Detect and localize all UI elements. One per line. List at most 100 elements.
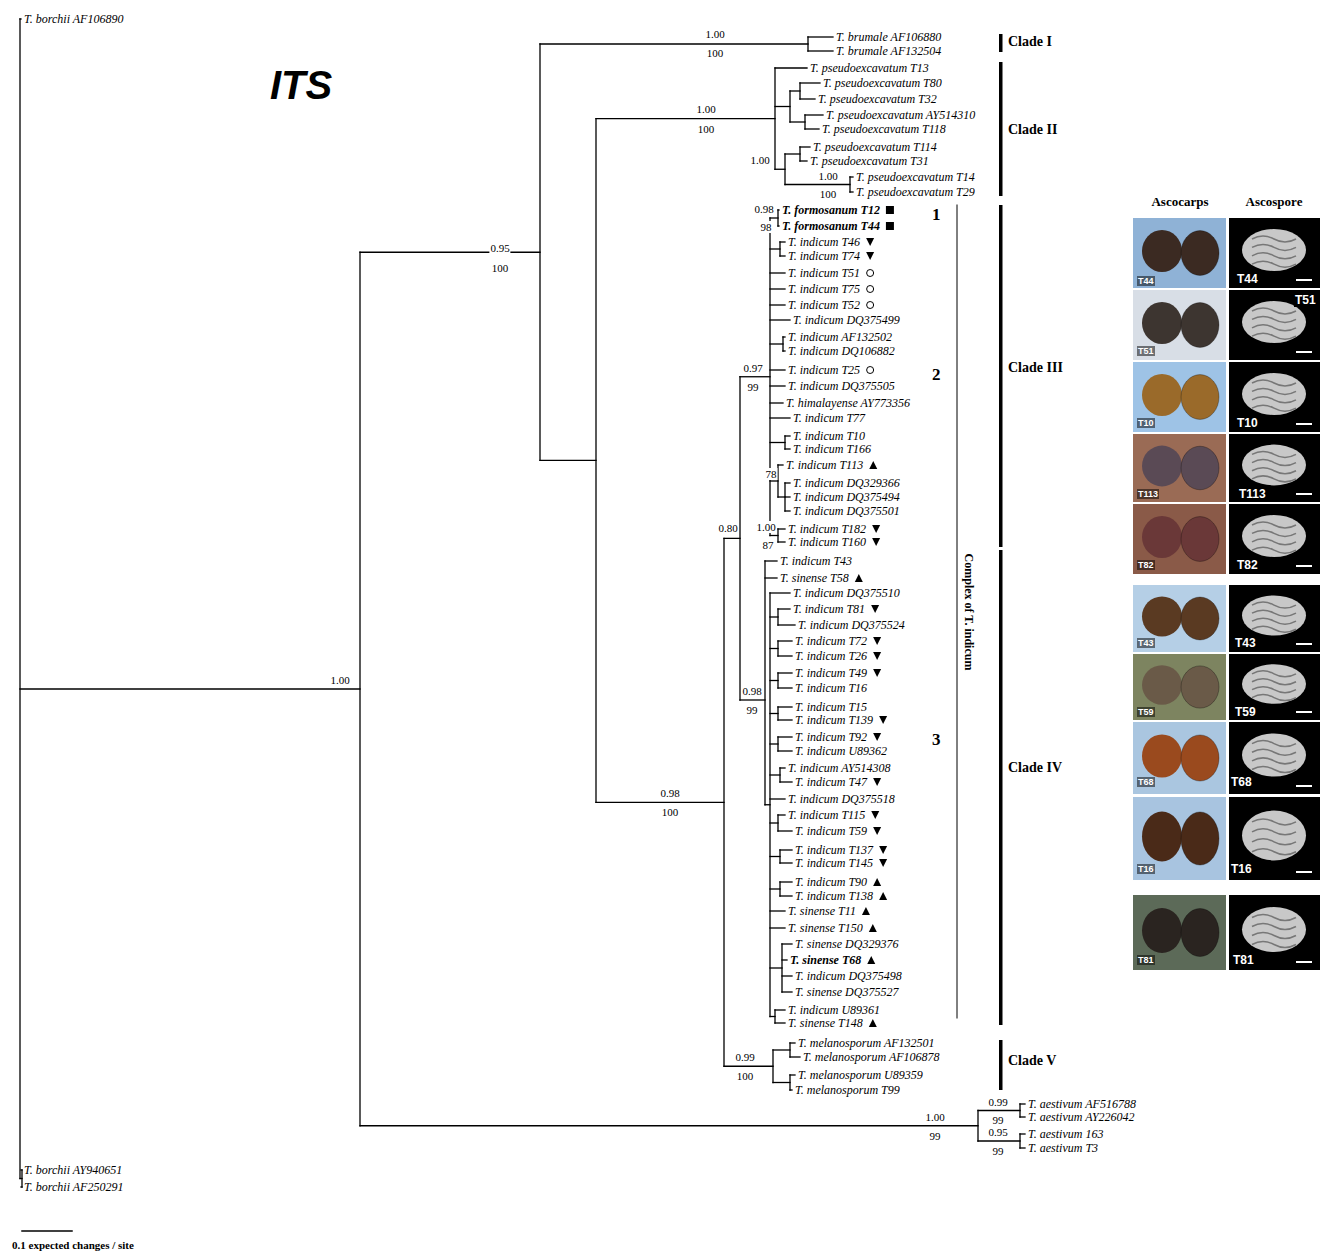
photo-label: T68 xyxy=(1137,777,1155,787)
photo-label: T43 xyxy=(1234,636,1257,650)
ascospore-photo xyxy=(1229,654,1320,720)
taxon-label: T. aestivum T3 xyxy=(1028,1141,1098,1156)
tree-branch xyxy=(805,114,823,115)
taxon-label: T. sinense T11 xyxy=(788,904,856,919)
taxon-label: T. brumale AF132504 xyxy=(836,44,941,59)
ascocarp xyxy=(1181,517,1219,562)
tree-branch xyxy=(799,83,800,99)
photo-scale-bar xyxy=(1296,565,1312,567)
clade-label: Clade II xyxy=(1008,122,1057,138)
taxon-label: T. melanosporum U89359 xyxy=(798,1068,923,1083)
ascocarp-photo xyxy=(1133,895,1226,970)
spore-ornament xyxy=(1252,522,1296,528)
ascocarp-photo xyxy=(1133,654,1226,720)
photo-label: T10 xyxy=(1236,416,1259,430)
tree-branch xyxy=(770,798,785,799)
taxon-label: T. himalayense AY773356 xyxy=(786,396,910,411)
taxon-label: T. indicum AY514308 xyxy=(788,761,891,776)
spore-ornament xyxy=(1252,308,1296,314)
taxon-label: T. indicum DQ375505 xyxy=(788,379,895,394)
tree-branch xyxy=(850,191,853,192)
tree-branch xyxy=(770,319,790,320)
taxon-label: T. pseudoexcavatum T80 xyxy=(823,76,942,91)
tree-branch xyxy=(770,535,778,536)
ascocarp xyxy=(1142,908,1182,953)
ascocarp xyxy=(1142,812,1182,862)
tree-branch xyxy=(775,1009,785,1010)
tree-branch xyxy=(772,1050,773,1083)
tree-branch xyxy=(785,496,790,497)
tree-branch xyxy=(784,154,785,185)
tree-branch xyxy=(773,1082,790,1083)
taxon-label: T. indicum T160 xyxy=(788,535,866,550)
tree-branch xyxy=(770,648,778,649)
tree-branch xyxy=(778,209,779,210)
taxon-label: T. pseudoexcavatum T29 xyxy=(856,185,975,200)
photo-label: T81 xyxy=(1137,955,1155,965)
gene-title: ITS xyxy=(270,63,332,108)
photo-label: T113 xyxy=(1137,489,1159,499)
sample-marker xyxy=(873,652,881,660)
scale-label: 0.1 expected changes / site xyxy=(12,1239,134,1251)
sample-marker xyxy=(855,574,863,582)
sample-marker xyxy=(866,252,874,260)
column-header: Ascocarps xyxy=(1151,194,1208,210)
photo-label: T82 xyxy=(1236,558,1259,572)
support-value: 0.98 xyxy=(741,685,762,697)
spore-ornament xyxy=(1252,767,1296,773)
tree-branch xyxy=(777,210,778,226)
taxon-label: T. indicum T46 xyxy=(788,235,860,250)
ascocarp xyxy=(1142,665,1182,705)
sample-marker xyxy=(873,827,881,835)
ascocarp xyxy=(1181,303,1219,348)
ascocarp-photo xyxy=(1133,585,1226,652)
spore-ornament xyxy=(1252,942,1296,948)
column-header: Ascospore xyxy=(1246,194,1303,210)
tree-branch xyxy=(778,719,792,720)
tree-branch xyxy=(773,1049,790,1050)
taxon-label: T. indicum U89362 xyxy=(795,744,887,759)
taxon-label: T. borchii AY940651 xyxy=(24,1163,122,1178)
ascocarp-photo xyxy=(1133,722,1226,794)
spore-ornament xyxy=(1252,333,1296,339)
tree-branch xyxy=(774,1010,775,1023)
tree-branch xyxy=(777,529,778,542)
tree-branch xyxy=(785,184,850,185)
tree-branch xyxy=(770,743,778,744)
taxon-label: T. indicum T25 xyxy=(788,363,860,378)
photo-label: T82 xyxy=(1137,560,1155,570)
sample-marker xyxy=(869,461,877,469)
taxon-label: T. melanosporum T99 xyxy=(795,1083,900,1098)
tree-branch xyxy=(977,1111,978,1142)
tree-branch xyxy=(785,510,790,511)
taxon-label: T. pseudoexcavatum T118 xyxy=(822,122,946,137)
support-value: 87 xyxy=(762,539,775,551)
tree-branch xyxy=(779,242,780,256)
taxon-label: T. indicum DQ375501 xyxy=(793,504,900,519)
sample-marker xyxy=(871,811,879,819)
spore-ornament xyxy=(1252,758,1296,764)
spore-ornament xyxy=(1252,671,1296,677)
tree-branch xyxy=(850,176,853,177)
taxon-label: T. indicum T43 xyxy=(780,554,852,569)
tree-branch xyxy=(790,1089,792,1090)
photo-label: T51 xyxy=(1294,293,1317,307)
tree-branch xyxy=(779,768,780,782)
tree-branch xyxy=(782,975,792,976)
tree-branch xyxy=(784,436,785,449)
tree-branch xyxy=(770,910,785,911)
spore-ornament xyxy=(1252,539,1296,545)
tree-branch xyxy=(780,862,792,863)
tree-branch xyxy=(770,822,778,823)
clade-bar xyxy=(999,62,1003,196)
ascospore-photo xyxy=(1229,218,1320,288)
tree-branch xyxy=(778,750,792,751)
tree-branch xyxy=(770,402,783,403)
taxon-label: T. indicum T16 xyxy=(795,681,867,696)
tree-branch xyxy=(808,50,833,51)
taxon-label: T. indicum DQ375499 xyxy=(793,313,900,328)
taxon-label: T. formosanum T44 xyxy=(782,219,880,234)
tree-branch xyxy=(783,336,785,337)
spore-ornament xyxy=(1252,316,1296,322)
sample-marker xyxy=(886,206,894,214)
